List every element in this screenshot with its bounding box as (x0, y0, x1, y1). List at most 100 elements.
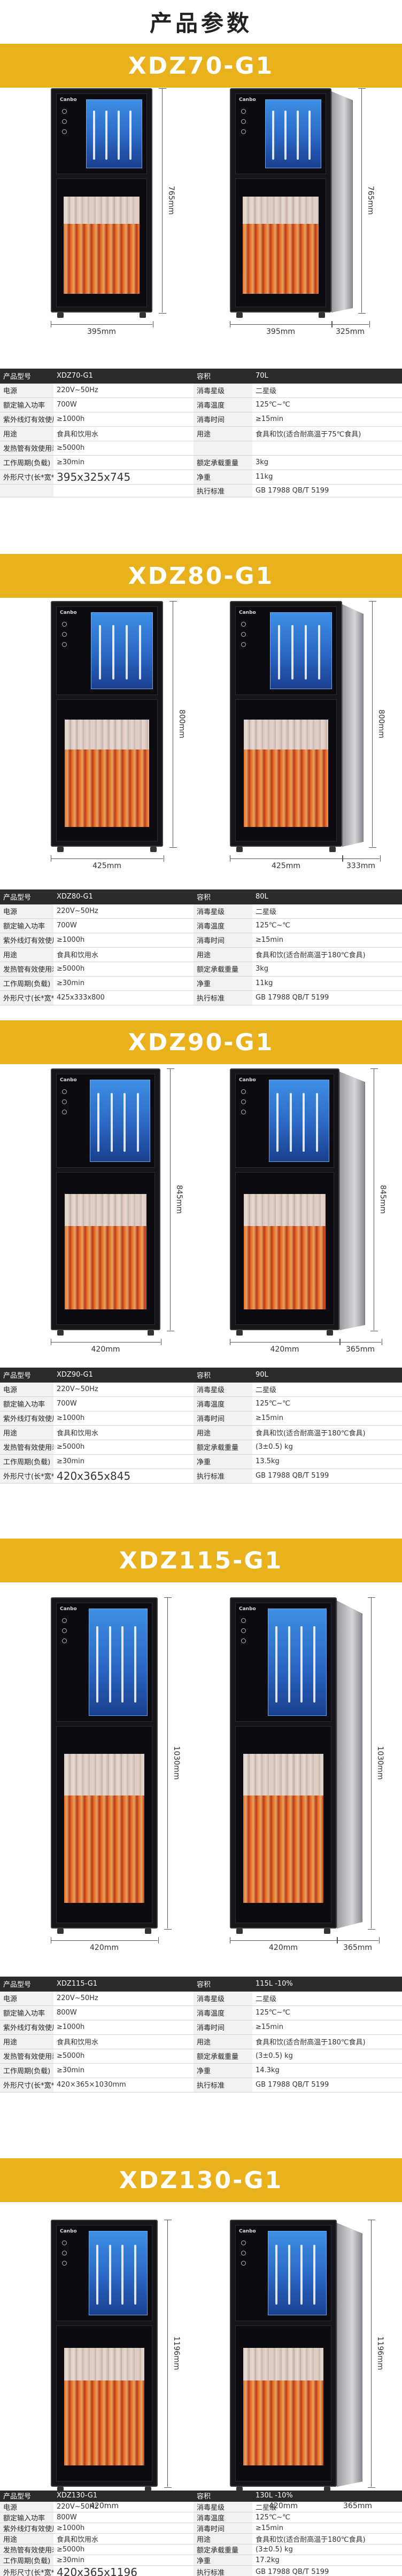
upper-compartment: Canbo (235, 1603, 331, 1722)
plate-icon (98, 625, 101, 680)
spec-key: 工作周期(负载) (0, 455, 53, 470)
spec-value: 125℃~℃ (252, 397, 402, 412)
spec-value: 食具和饮(适合耐高温于180℃食具) (252, 947, 402, 962)
depth-dimension-label: 325mm (336, 327, 365, 336)
spec-key: 净重 (194, 1454, 252, 1469)
height-dimension-label: 1030mm (376, 1746, 384, 1780)
spec-value: XDZ115-G1 (53, 1977, 194, 1992)
heating-tubes (64, 1754, 144, 1903)
control-button-icon (241, 622, 246, 627)
plate-icon (284, 111, 287, 160)
upper-basket (89, 2231, 148, 2315)
depth-dimension: 365mm (337, 1937, 380, 1952)
spec-key (0, 484, 53, 497)
spec-value: 二星级 (252, 904, 402, 919)
plate-icon (288, 1626, 290, 1703)
cabinet-foot (319, 313, 325, 318)
side-width-dimension-label: 395mm (266, 327, 295, 336)
spec-value: XDZ130-G1 (53, 2491, 194, 2502)
spec-value: ≥15min (252, 412, 402, 427)
spec-value: XDZ70-G1 (53, 369, 194, 384)
lower-compartment (56, 1172, 155, 1325)
heating-tubes (65, 719, 149, 827)
cabinet-front-view: Canbo (51, 88, 152, 318)
spec-value: 700W (53, 918, 194, 933)
depth-dimension: 365mm (339, 1339, 382, 1354)
control-button-icon (241, 632, 246, 637)
spec-row: 用途食具和饮用水用途食具和饮(适合耐高温于75℃食具) (0, 426, 402, 441)
height-dimension: 1196mm (368, 2220, 384, 2488)
spec-key: 执行标准 (194, 1469, 252, 1484)
spec-key: 执行标准 (194, 2078, 252, 2093)
side-width-dimension: 420mm (230, 1937, 338, 1952)
control-buttons (62, 1089, 67, 1120)
model-band: XDZ90-G1 (0, 1020, 402, 1064)
plate-icon (296, 111, 299, 160)
plate-icon (93, 111, 96, 160)
spec-value: ≥5000h (53, 962, 194, 977)
spec-key: 产品型号 (0, 889, 53, 904)
brand-logo: Canbo (239, 610, 256, 615)
cabinet-foot (324, 1929, 330, 1934)
height-dimension: 765mm (358, 88, 375, 314)
spec-value: XDZ80-G1 (53, 889, 194, 904)
spec-key: 紫外线灯有效使用寿命 (0, 2020, 53, 2035)
spec-value: 3kg (252, 455, 402, 470)
lower-compartment (235, 2325, 331, 2481)
spec-value: 125℃~℃ (252, 918, 402, 933)
plate-icon (134, 2244, 137, 2305)
heating-tubes (243, 1754, 323, 1903)
heating-tubes (243, 2347, 323, 2465)
spec-value: (3±0.5) kg (252, 1440, 402, 1455)
spec-key: 工作周期(负载) (0, 1454, 53, 1469)
spec-key: 发热管有效使用寿命 (0, 962, 53, 977)
spec-key: 额定承载重量 (194, 962, 252, 977)
spec-value: 二星级 (252, 1382, 402, 1397)
brand-logo: Canbo (239, 1078, 256, 1083)
plate-icon (303, 1093, 305, 1152)
spec-value: 13.5kg (252, 1454, 402, 1469)
height-dimension-label: 800mm (377, 709, 385, 738)
spec-key (194, 441, 252, 456)
spec-value: 11kg (252, 470, 402, 485)
upper-compartment: Canbo (56, 2225, 152, 2321)
upper-basket (270, 612, 332, 689)
plate-icon (275, 2244, 277, 2305)
depth-dimension-label: 365mm (343, 1943, 372, 1952)
spec-key: 外形尺寸(长*宽*高) (0, 990, 53, 1005)
control-buttons (241, 109, 246, 139)
control-button-icon (241, 1618, 246, 1623)
spec-value: GB 17988 QB/T 5199 (252, 990, 402, 1005)
spec-key: 用途 (194, 2533, 252, 2544)
plate-icon (121, 1626, 124, 1703)
plate-icon (109, 2244, 111, 2305)
spec-key: 工作周期(负载) (0, 976, 53, 991)
spec-key: 消毒温度 (194, 2005, 252, 2020)
spec-value: 食具和饮用水 (53, 2533, 194, 2544)
model-title: XDZ80-G1 (128, 562, 274, 590)
height-dimension: 845mm (370, 1068, 387, 1331)
spec-key: 净重 (194, 2063, 252, 2078)
spec-key: 用途 (194, 947, 252, 962)
cabinet-foot (140, 313, 146, 318)
spec-key: 产品型号 (0, 1977, 53, 1992)
spec-key: 执行标准 (194, 2565, 252, 2576)
heating-tubes (64, 197, 140, 294)
upper-compartment: Canbo (56, 1074, 155, 1168)
spec-key: 紫外线灯有效使用寿命 (0, 2523, 53, 2534)
cabinet-foot (145, 2487, 151, 2492)
spec-key: 消毒星级 (194, 1991, 252, 2006)
spec-value: 130L -10% (252, 2491, 402, 2502)
plate-icon (110, 1093, 113, 1152)
